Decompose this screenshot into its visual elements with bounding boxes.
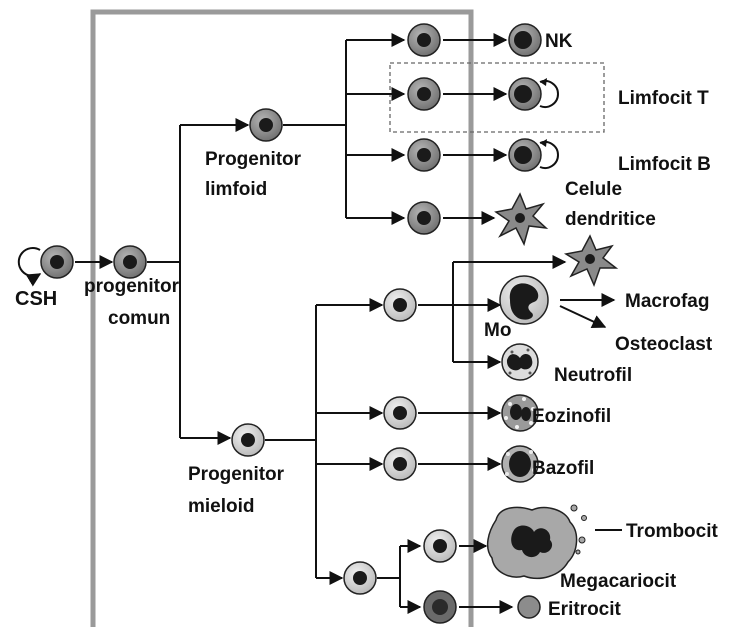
self-renewal-arrows [17,78,559,287]
csh-cell [40,245,74,279]
osteoclast-label: Osteoclast [615,334,713,355]
megakaryocyte-cell [486,504,587,580]
b-precursor-cell [407,138,441,172]
basophil-precursor-cell [383,447,417,481]
common-progenitor-label-line1: progenitor [84,276,180,297]
neutrophil-cell [501,343,539,381]
thrombocyte-label: Trombocit [626,521,719,542]
erythrocyte-cell [517,595,541,619]
myeloid-progenitor-label-line1: Progenitor [188,464,285,485]
nk-precursor-cell [407,23,441,57]
labels: CSH progenitor comun Progenitor limfoid … [15,31,719,620]
dendritic-cell-lymphoid [494,192,549,247]
monocyte-label: Mo [484,320,511,341]
nk-label: NK [545,31,573,52]
csh-label: CSH [15,288,57,310]
dendritic-label-line1: Celule [565,179,622,200]
dendritic-label-line2: dendritice [565,209,656,230]
t-lymphocyte-cell [508,77,542,111]
eosinophil-precursor-cell [383,396,417,430]
b-lymphocyte-label: Limfocit B [618,154,711,175]
monocyte-cell [499,275,549,325]
gm-progenitor-cell [383,288,417,322]
lymphoid-progenitor-cell [249,108,283,142]
common-progenitor-cell [113,245,147,279]
t-lymphocyte-highlight-box [389,62,605,133]
dendritic-cell-myeloid [563,234,619,288]
macrophage-label: Macrofag [625,291,709,312]
megakaryocyte-label: Megacariocit [560,571,677,592]
myeloid-progenitor-cell [231,423,265,457]
myeloid-progenitor-label-line2: mieloid [188,496,255,517]
t-self-renewal-icon [539,80,559,108]
basophil-label: Bazofil [532,458,594,479]
lymphoid-progenitor-label-line2: limfoid [205,179,267,200]
neutrophil-label: Neutrofil [554,365,632,386]
basophil-cell [501,445,539,483]
b-self-renewal-icon [539,141,559,169]
meg-ery-progenitor-cell [343,561,377,595]
nk-cell [508,23,542,57]
csh-self-renewal-icon [17,247,42,287]
lymphoid-progenitor-label-line1: Progenitor [205,149,302,170]
erythrocyte-label: Eritrocit [548,599,622,620]
eosinophil-label: Eozinofil [532,406,611,427]
megakaryocyte-precursor-cell [423,529,457,563]
eosinophil-cell [501,394,539,432]
compartment-frame [90,9,474,627]
b-lymphocyte-cell [508,138,542,172]
cells [40,23,619,624]
t-precursor-cell [407,77,441,111]
erythroid-precursor-cell [423,590,457,624]
dendritic-precursor-cell [407,201,441,235]
t-lymphocyte-label: Limfocit T [618,88,709,109]
common-progenitor-label-line2: comun [108,308,170,329]
connector-lines [75,33,622,614]
